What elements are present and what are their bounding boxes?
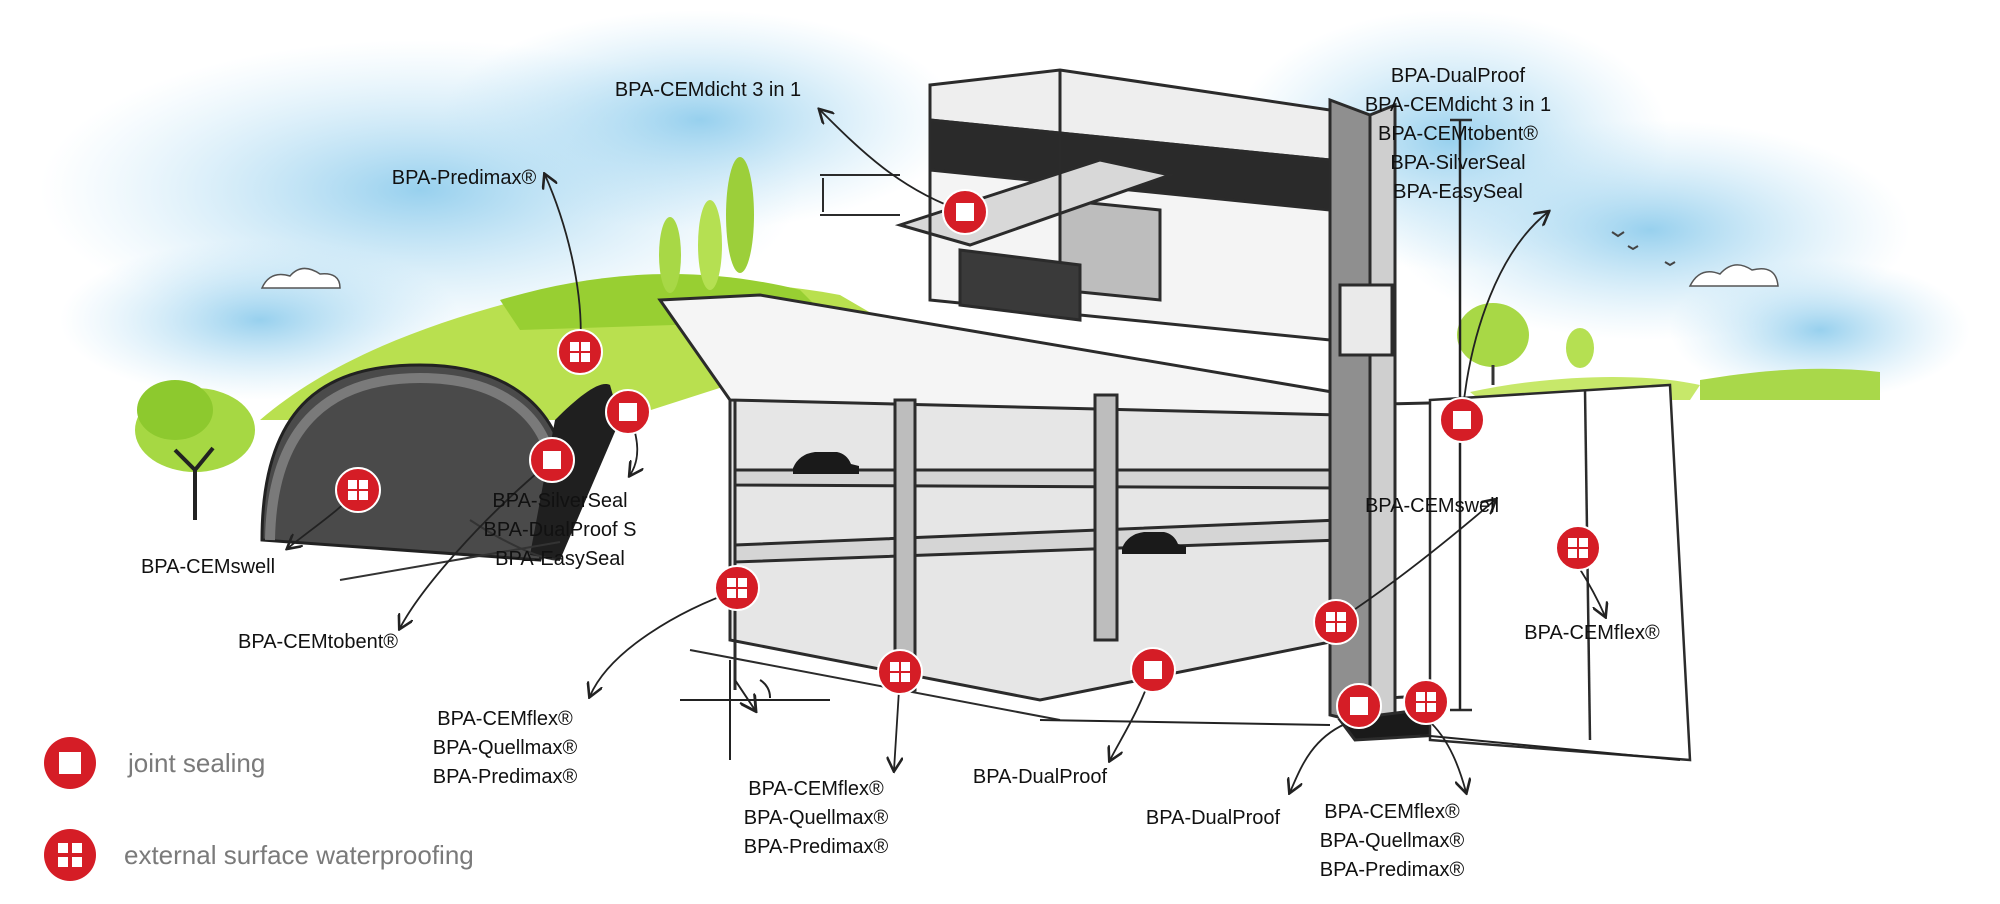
- elevator-shaft: [1328, 97, 1443, 742]
- label-line: BPA-CEMflex®: [748, 778, 884, 800]
- label-line: BPA-DualProof: [1390, 65, 1526, 87]
- building: [820, 68, 1332, 342]
- ground-lines: [680, 660, 1681, 761]
- square-marker-icon: [1439, 397, 1485, 443]
- car-icon: [793, 452, 1186, 554]
- label-line: BPA-Quellmax®: [743, 807, 889, 829]
- label-line: BPA-SilverSeal: [492, 490, 628, 512]
- label-dualproof-center: BPA-DualProof: [973, 763, 1107, 792]
- label-left-group: BPA-CEMflex® BPA-Quellmax® BPA-Predimax®: [433, 705, 577, 792]
- square-marker-icon: [59, 752, 81, 774]
- label-bottom-right-group: BPA-CEMflex® BPA-Quellmax® BPA-Predimax®: [1320, 798, 1464, 885]
- label-line: BPA-CEMswell: [140, 556, 276, 578]
- label-line: BPA-Quellmax®: [1319, 830, 1465, 852]
- label-line: BPA-CEMflex®: [1324, 801, 1460, 823]
- grid-marker-icon: [557, 329, 603, 375]
- label-line: BPA-Predimax®: [432, 766, 578, 788]
- grid-marker-icon: [877, 649, 923, 695]
- label-line: BPA-CEMtobent®: [1378, 123, 1538, 145]
- label-line: BPA-CEMdicht 3 in 1: [1364, 94, 1552, 116]
- legend-joint-sealing: joint sealing: [128, 748, 266, 778]
- label-line: BPA-SilverSeal: [1390, 152, 1526, 174]
- label-line: BPA-CEMflex®: [1524, 622, 1660, 644]
- square-marker-icon: [942, 189, 988, 235]
- tunnel: [260, 363, 620, 581]
- label-line: BPA-DualProof S: [483, 519, 637, 541]
- square-marker-icon: [1130, 647, 1176, 693]
- label-dualproof-right: BPA-DualProof: [1146, 804, 1280, 833]
- label-line: BPA-EasySeal: [1393, 181, 1523, 203]
- grid-marker-icon: [1403, 679, 1449, 725]
- tree-icon: [135, 157, 1594, 520]
- label-cemflex-right: BPA-CEMflex®: [1524, 619, 1660, 648]
- label-line: BPA-EasySeal: [495, 548, 625, 570]
- label-line: BPA-DualProof: [972, 766, 1108, 788]
- grid-marker-icon: [714, 565, 760, 611]
- label-line: BPA-CEMdicht 3 in 1: [614, 79, 802, 101]
- grid-marker-icon: [335, 467, 381, 513]
- label-cemswell-right: BPA-CEMswell: [1365, 492, 1499, 521]
- label-line: BPA-CEMflex®: [437, 708, 573, 730]
- label-line: BPA-CEMtobent®: [238, 631, 398, 653]
- label-line: BPA-Predimax®: [1319, 859, 1465, 881]
- square-marker-icon: [1336, 683, 1382, 729]
- legend-external-surface-waterproofing: external surface waterproofing: [124, 840, 474, 870]
- label-line: BPA-Quellmax®: [432, 737, 578, 759]
- bird-icon: [1611, 231, 1676, 267]
- label-line: BPA-CEMswell: [1364, 495, 1500, 517]
- label-predimax-hill: BPA-Predimax®: [392, 164, 536, 193]
- label-cemtobent: BPA-CEMtobent®: [238, 628, 398, 657]
- grid-marker-icon: [58, 843, 82, 867]
- markers: [335, 189, 1601, 729]
- cloud-icon: [260, 264, 1779, 289]
- legend: [44, 737, 96, 881]
- square-marker-icon: [529, 437, 575, 483]
- grid-marker-icon: [1313, 599, 1359, 645]
- grid-marker-icon: [1555, 525, 1601, 571]
- label-cemdicht-top: BPA-CEMdicht 3 in 1: [615, 76, 801, 105]
- label-tunnel-cemswell: BPA-CEMswell: [141, 553, 275, 582]
- square-marker-icon: [605, 389, 651, 435]
- label-line: BPA-DualProof: [1145, 807, 1281, 829]
- label-center-group: BPA-CEMflex® BPA-Quellmax® BPA-Predimax®: [744, 775, 888, 862]
- label-line: BPA-Predimax®: [391, 167, 537, 189]
- label-line: BPA-Predimax®: [743, 836, 889, 858]
